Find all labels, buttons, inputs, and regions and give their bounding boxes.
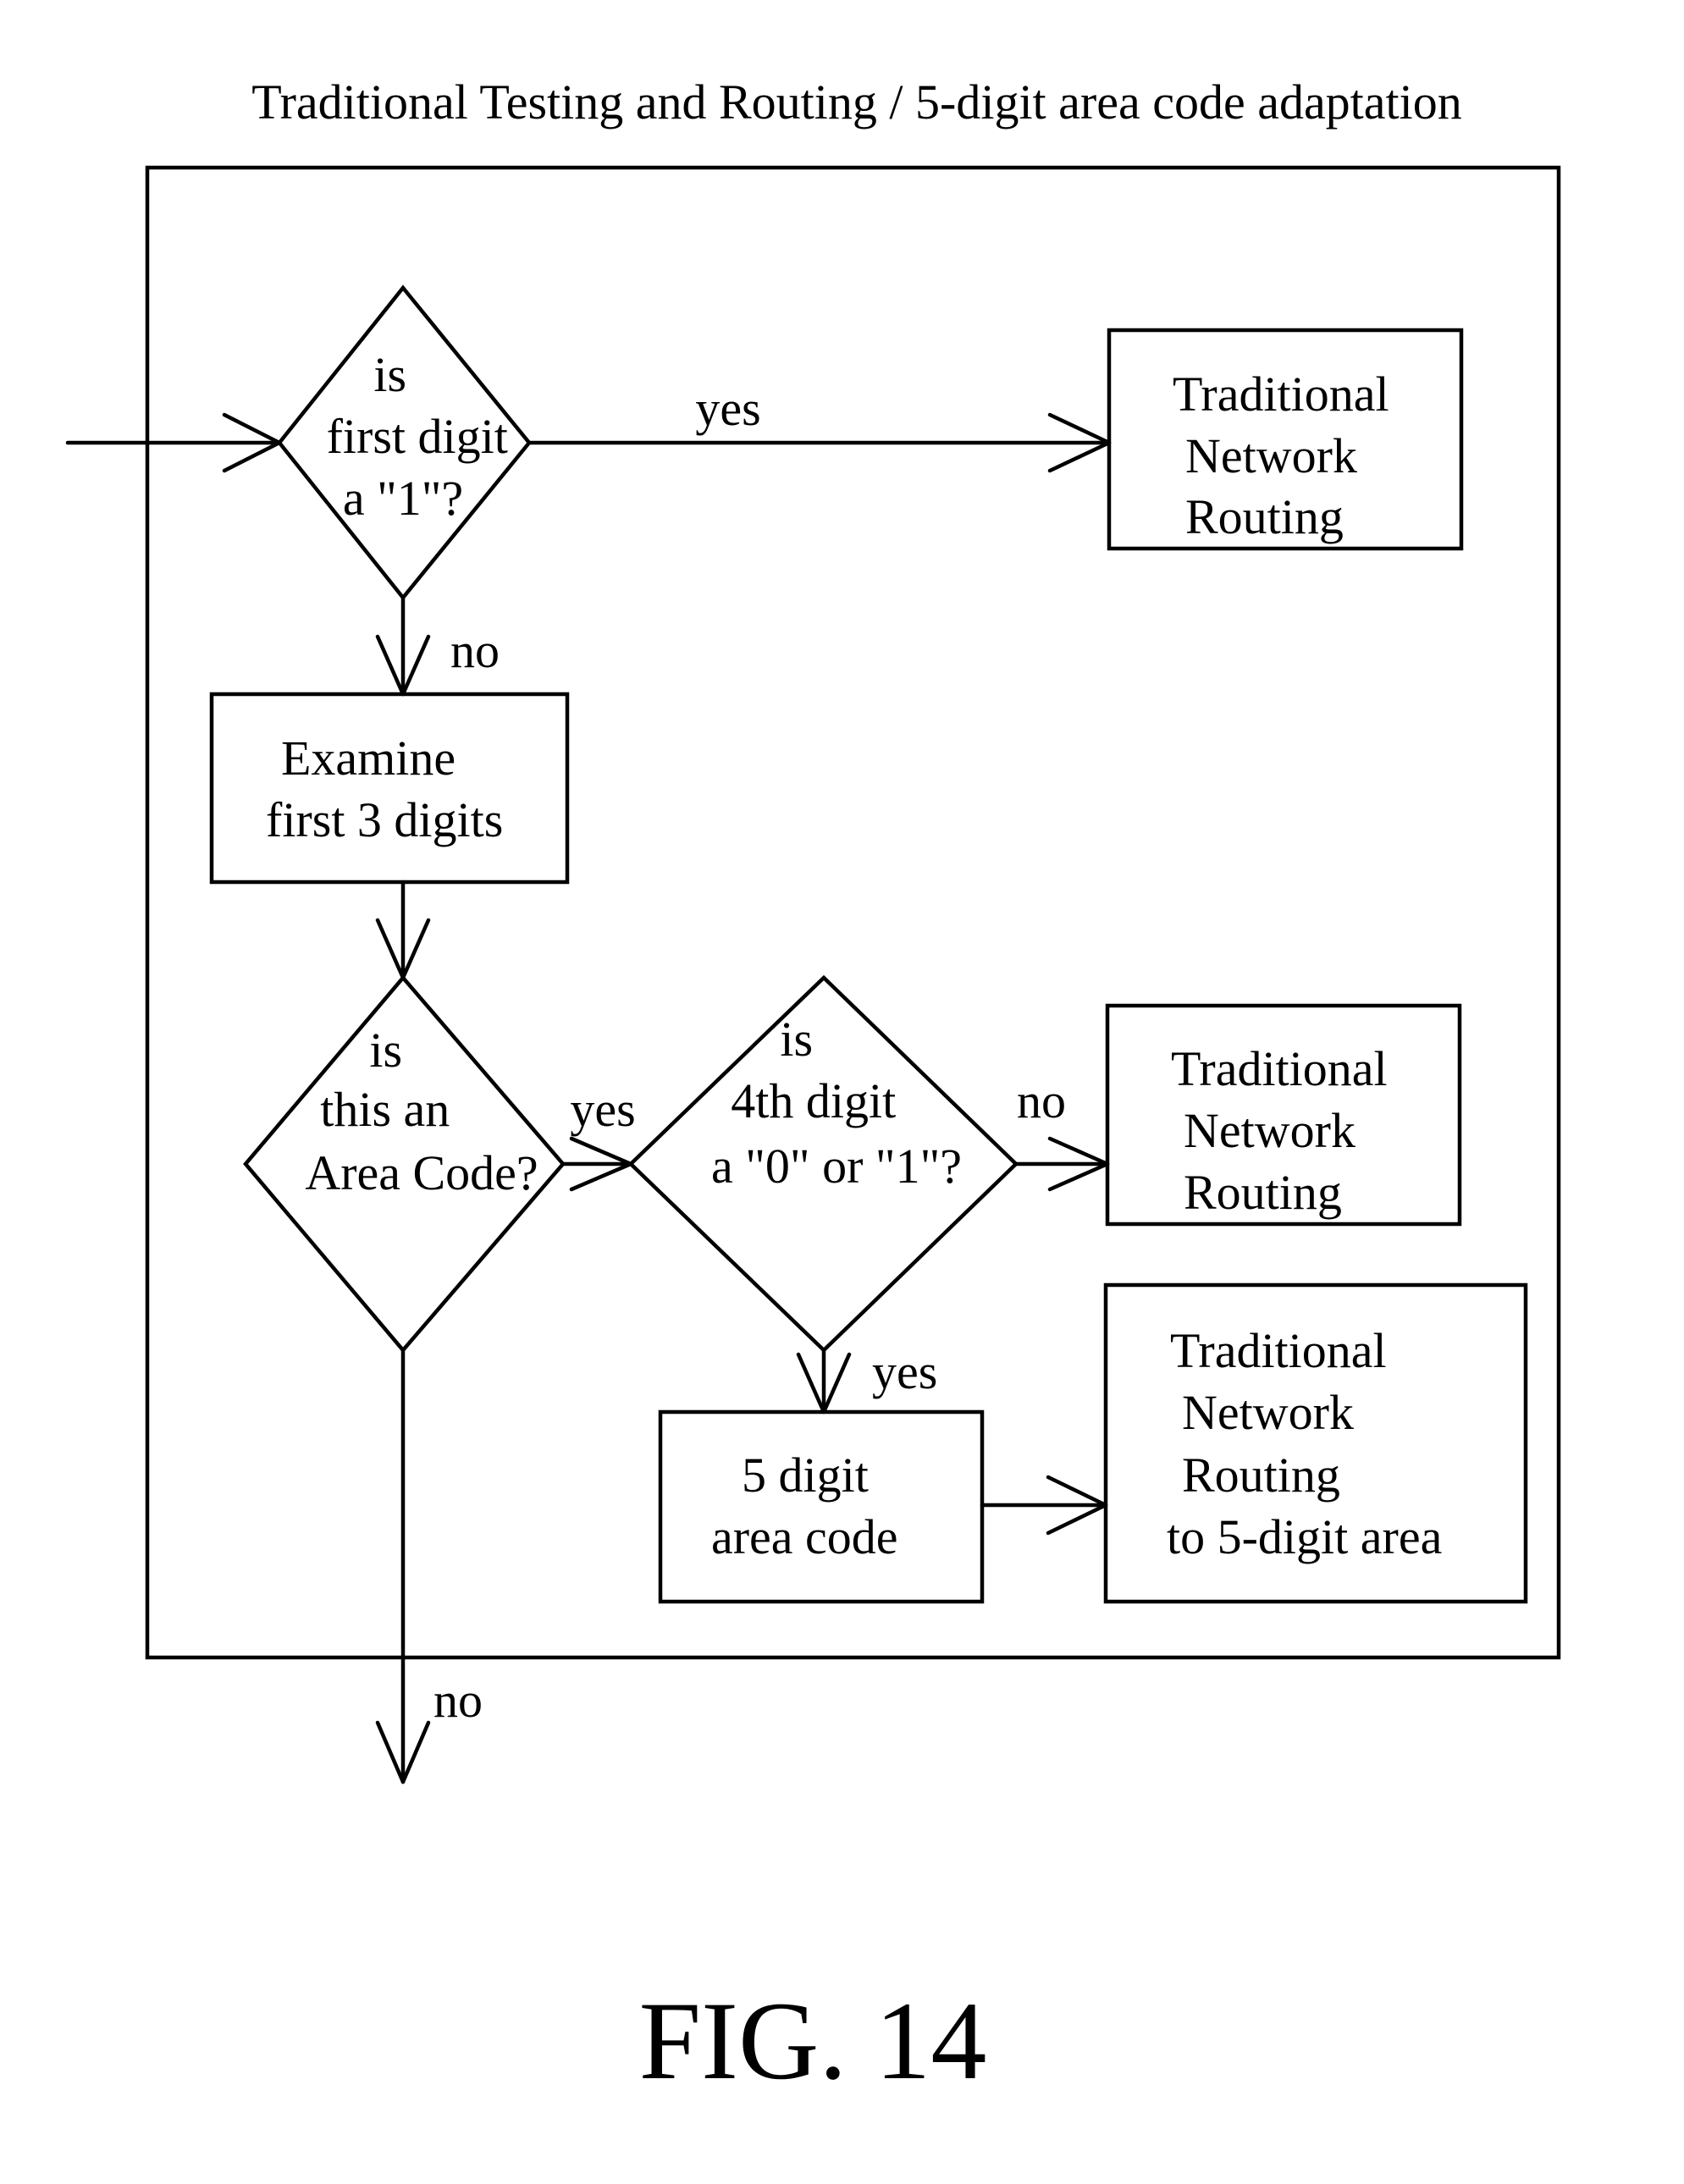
first-digit-yes-label: yes <box>695 381 760 436</box>
first-digit-decision-text: is first digit a "1"? <box>327 347 521 526</box>
routing-top-text: Traditional Network Routing <box>1173 367 1401 544</box>
five-digit-area-code-text: 5 digit area code <box>711 1448 898 1564</box>
figure-label: FIG. 14 <box>639 1978 987 2103</box>
fourth-digit-yes-label: yes <box>872 1344 937 1399</box>
fourth-digit-no-label: no <box>1017 1073 1066 1128</box>
routing-five-digit-text: Traditional Network Routing to 5-digit a… <box>1167 1323 1442 1564</box>
outer-frame <box>145 165 1561 1660</box>
routing-middle-text: Traditional Network Routing <box>1171 1041 1400 1220</box>
routing-top-box <box>1107 328 1464 551</box>
examine-digits-box <box>209 692 570 885</box>
area-code-no-arrowhead <box>375 1720 431 1784</box>
routing-five-digit-box <box>1103 1282 1528 1604</box>
routing-middle-box <box>1105 1003 1462 1227</box>
fourth-digit-decision-text: is 4th digit a "0" or "1"? <box>711 1012 962 1194</box>
five-digit-area-code-box <box>658 1409 985 1604</box>
area-code-decision-text: is this an Area Code? <box>305 1023 538 1200</box>
area-code-no-label: no <box>433 1673 483 1728</box>
area-code-yes-label: yes <box>570 1082 635 1137</box>
figure-title: Traditional Testing and Routing / 5-digi… <box>251 74 1462 130</box>
first-digit-no-label: no <box>450 623 500 678</box>
examine-digits-text: Examine first 3 digits <box>266 731 503 847</box>
